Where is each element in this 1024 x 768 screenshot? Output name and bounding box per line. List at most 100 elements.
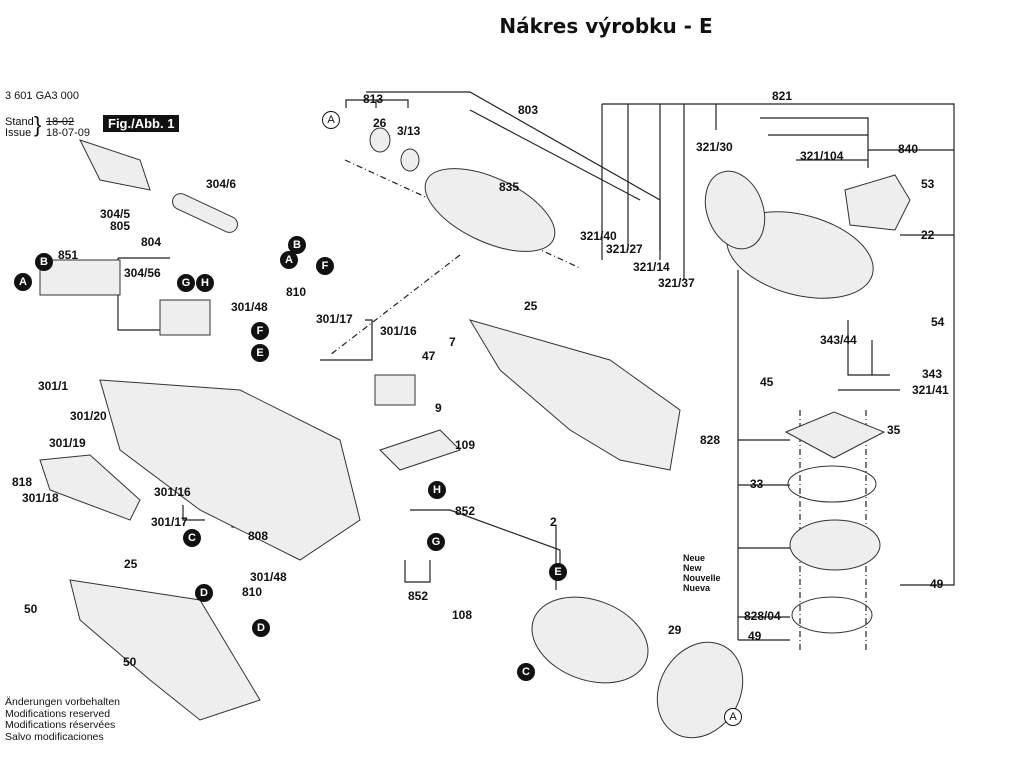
part-fan-guard-29 (656, 641, 744, 739)
part-label: 321/104 (800, 149, 844, 163)
part-label: 301/1 (38, 379, 69, 393)
connector-marker-a: A (724, 708, 742, 726)
part-label: 26 (373, 116, 387, 130)
part-label: 304/5 (100, 207, 131, 221)
part-label: 22 (921, 228, 935, 242)
part-label: 301/16 (154, 485, 191, 499)
part-oring-33 (787, 465, 877, 503)
connector-marker-g: G (427, 533, 445, 551)
part-stator (531, 596, 649, 684)
part-label: 835 (499, 180, 520, 194)
part-label: 304/56 (124, 266, 161, 280)
note-es: Nueva (683, 583, 711, 593)
part-label: 321/41 (912, 383, 949, 397)
part-label: 47 (422, 349, 436, 363)
bracket-343 (847, 320, 890, 376)
bracket-301-16-top (320, 319, 373, 361)
stand-label: Stand (5, 116, 34, 128)
connector-marker-f: F (316, 257, 334, 275)
part-label: 35 (887, 423, 901, 437)
note-en: New (683, 563, 702, 573)
part-lever-818 (39, 454, 141, 521)
leader-803 (469, 109, 641, 201)
footer-note-es: Salvo modificaciones (5, 730, 104, 743)
connector-marker-h: H (196, 274, 214, 292)
issue-date: 18-07-09 (46, 127, 91, 139)
footer-note-fr: Modifications réservées (5, 719, 116, 731)
part-label: 851 (58, 248, 79, 262)
part-label: 29 (668, 623, 682, 637)
connector-marker-e: E (251, 344, 269, 362)
part-label: 803 (518, 103, 539, 117)
old-date: 18-02 (46, 116, 75, 128)
part-label: 49 (930, 577, 944, 591)
part-label: 321/40 (580, 229, 617, 243)
part-motor-housing (99, 379, 361, 561)
connector-marker-f: F (251, 322, 269, 340)
part-armature (424, 168, 556, 252)
part-label: 301/48 (250, 570, 287, 584)
part-label: 321/27 (606, 242, 643, 256)
part-switch (159, 299, 211, 336)
issue-label: Issue (5, 127, 32, 139)
part-label: 840 (898, 142, 919, 156)
figure-badge: Fig./Abb. 1 (103, 115, 180, 132)
part-cover-109 (379, 429, 461, 471)
connector-marker-d: D (252, 619, 270, 637)
part-label: 9 (435, 401, 442, 415)
part-label: 50 (123, 655, 137, 669)
footer-note-de: Änderungen vorbehalten (5, 696, 121, 708)
part-oring-828-04 (791, 596, 873, 634)
part-label: 828 (700, 433, 721, 447)
bracket-301-16-bottom (182, 505, 205, 521)
part-plug (79, 139, 151, 191)
part-label: 301/18 (22, 491, 59, 505)
connector-marker-b: B (288, 236, 306, 254)
part-label: 25 (524, 299, 538, 313)
connector-marker-a: A (14, 273, 32, 291)
new-version-note: Neue New Nouvelle Nueva (683, 553, 721, 593)
connector-marker-a: A (322, 111, 340, 129)
part-number: 3 601 GA3 000 (5, 90, 80, 102)
connector-marker-c: C (517, 663, 535, 681)
part-label: 3/13 (397, 124, 421, 138)
connector-marker-e: E (549, 563, 567, 581)
part-label: 343 (922, 367, 943, 381)
bracket-840 (760, 117, 954, 168)
part-label: 828/04 (744, 609, 781, 623)
part-label: 808 (248, 529, 269, 543)
part-plate-9 (374, 374, 416, 406)
part-label: 301/17 (151, 515, 188, 529)
connector-marker-a: A (280, 251, 298, 269)
part-label: 821 (772, 89, 793, 103)
part-label: 25 (124, 557, 138, 571)
connector-marker-c: C (183, 529, 201, 547)
part-label: 301/19 (49, 436, 86, 450)
connector-marker-b: B (35, 253, 53, 271)
part-label: 818 (12, 475, 33, 489)
part-cable-sleeve (172, 193, 238, 233)
connector-marker-d: D (195, 584, 213, 602)
part-label: 33 (750, 477, 764, 491)
note-de: Neue (683, 553, 706, 563)
part-handle-25 (468, 319, 681, 471)
part-label: 2 (550, 515, 557, 529)
part-label: 49 (748, 629, 762, 643)
part-label: 321/14 (633, 260, 670, 274)
part-cover (844, 174, 911, 231)
note-fr: Nouvelle (683, 573, 721, 583)
part-label: 7 (449, 335, 456, 349)
connector-marker-g: G (177, 274, 195, 292)
part-gasket-35 (784, 411, 886, 459)
part-label: 301/17 (316, 312, 353, 326)
part-label: 813 (363, 92, 384, 106)
part-label: 54 (931, 315, 945, 329)
part-label: 810 (242, 585, 263, 599)
part-label: 321/30 (696, 140, 733, 154)
part-label: 852 (455, 504, 476, 518)
connector-marker-h: H (428, 481, 446, 499)
brace-icon: } (34, 112, 42, 137)
part-label: 804 (141, 235, 162, 249)
bracket-828 (737, 270, 790, 641)
